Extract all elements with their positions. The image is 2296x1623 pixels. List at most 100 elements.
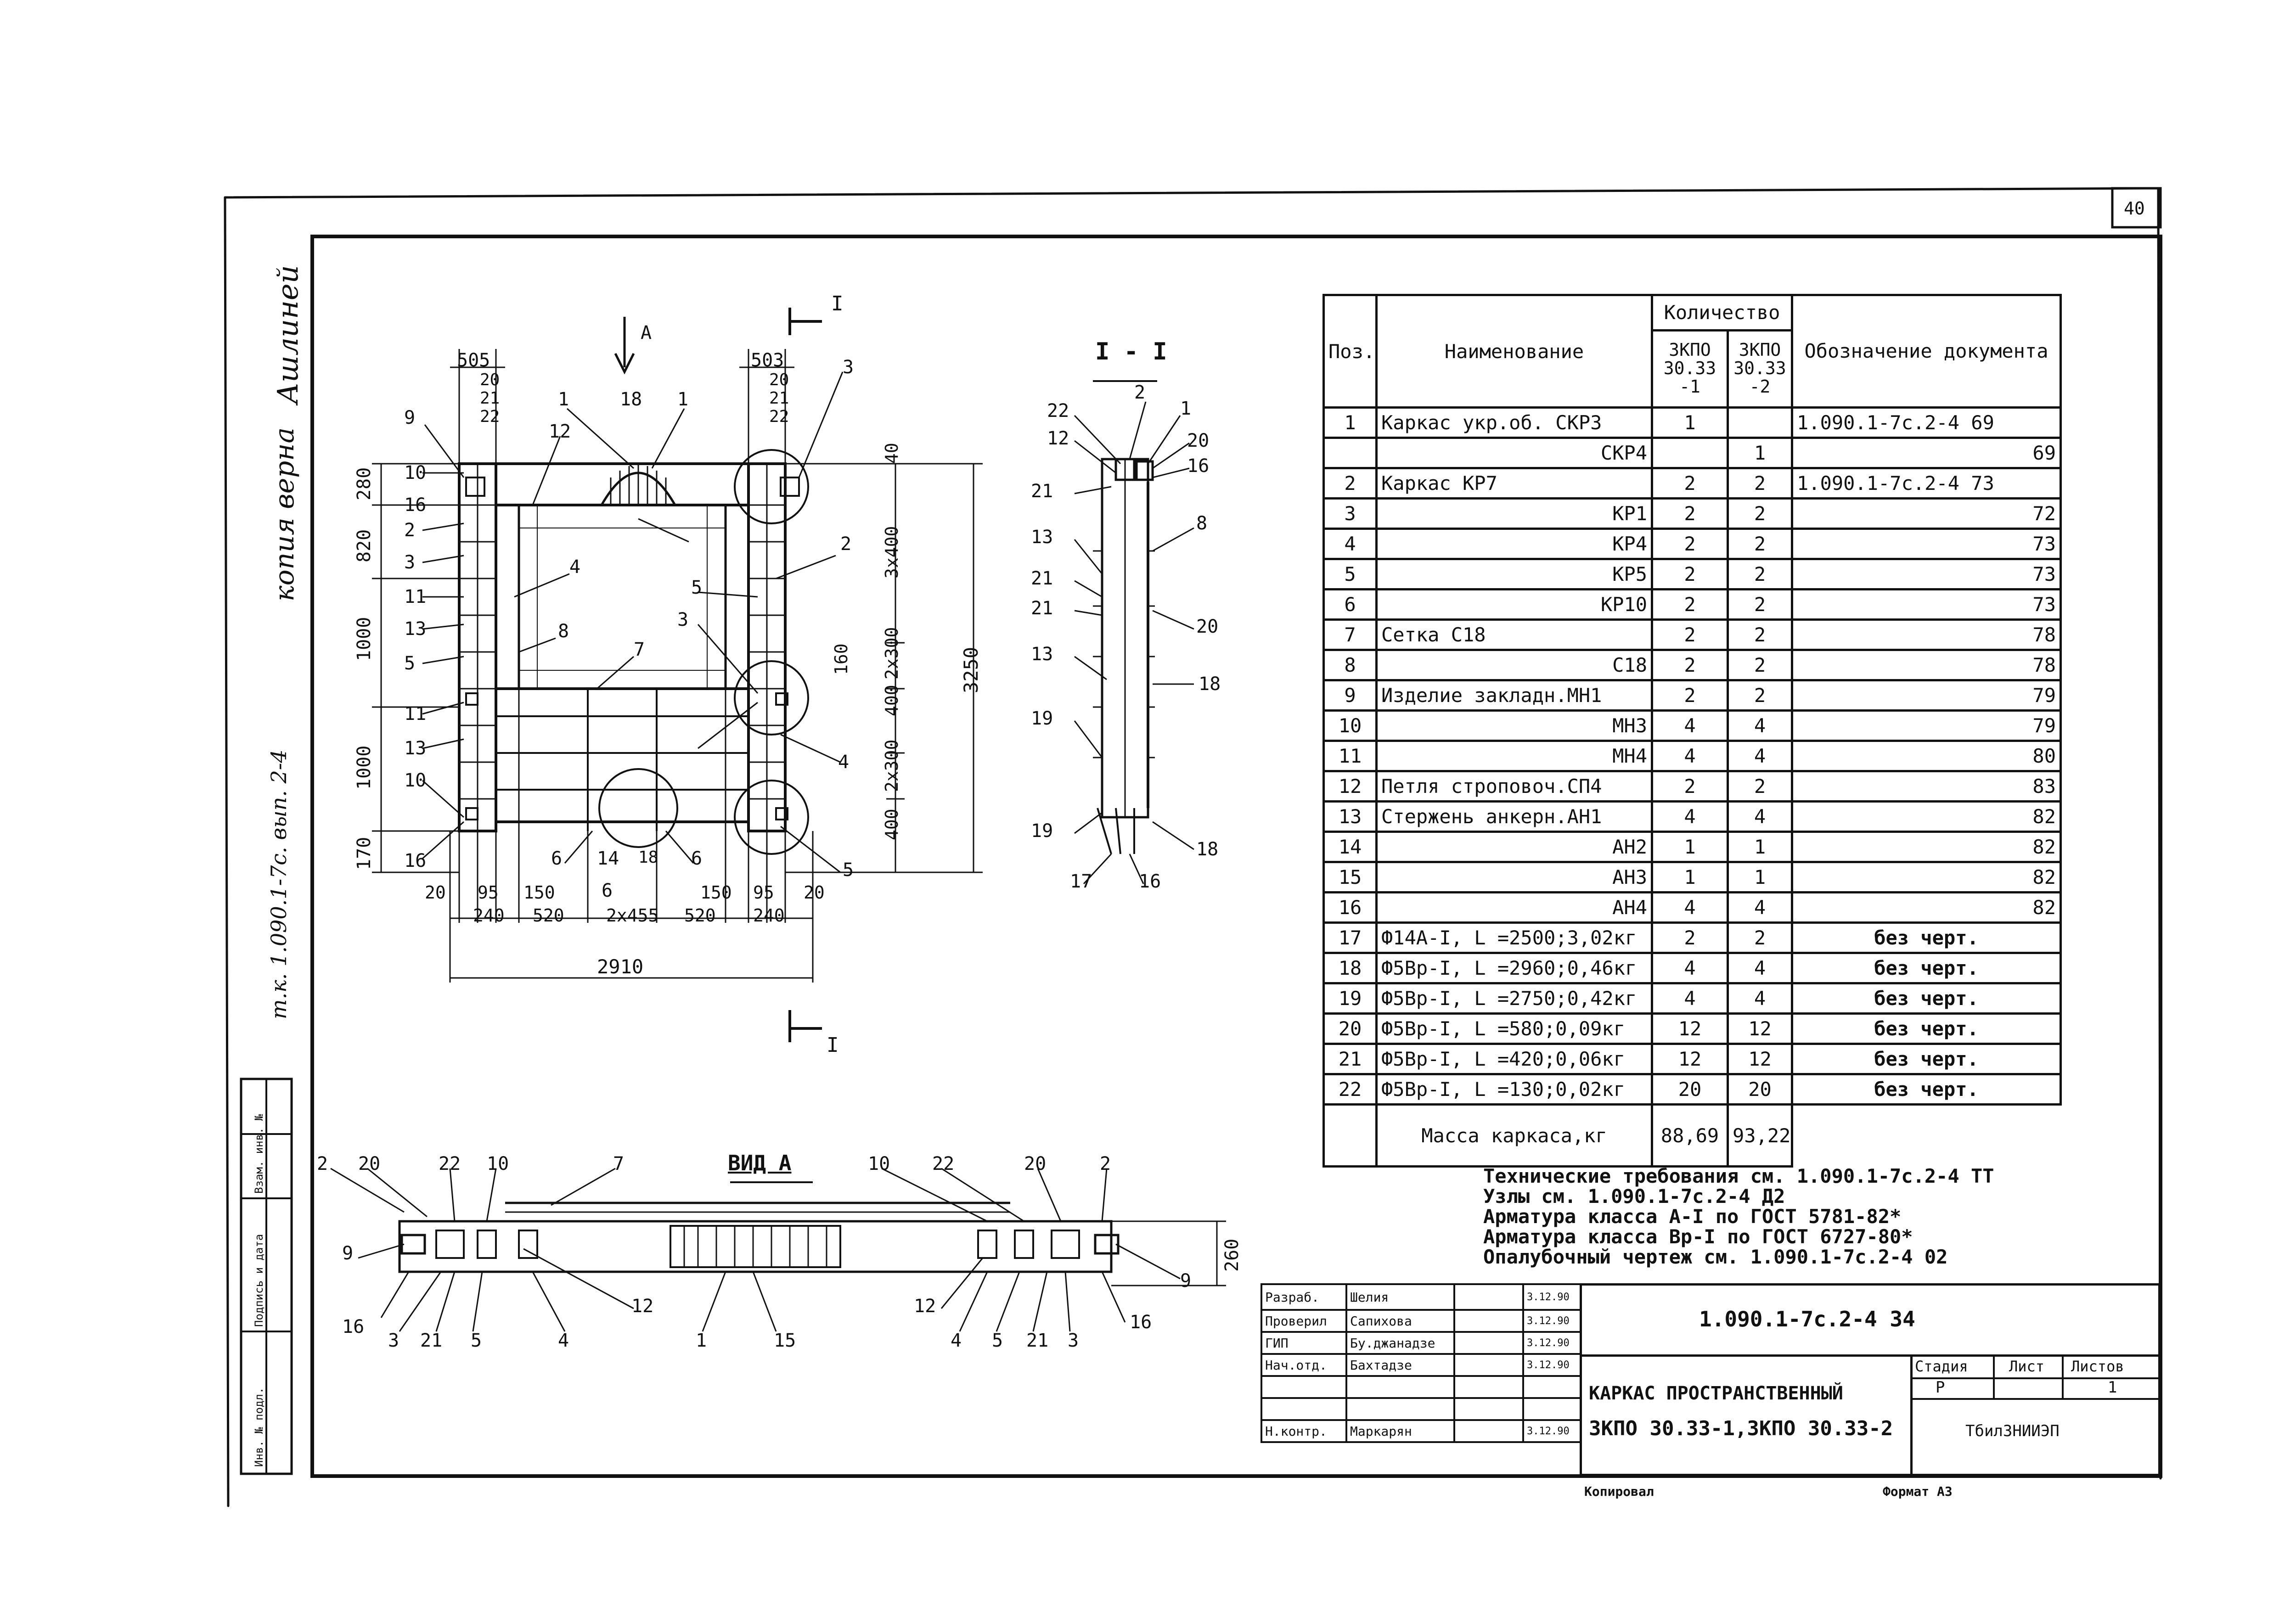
dim-overall-width: 2910 (597, 955, 644, 978)
spec-pos: 15 (1322, 861, 1378, 893)
callout-5b: 5 (691, 577, 703, 598)
dim-right-2x300b: 2x300 (882, 739, 902, 792)
spec-pos: 20 (1322, 1012, 1378, 1045)
spec-name: Сетка С18 (1375, 618, 1653, 651)
spec-doc: 82 (1791, 800, 2062, 833)
sec-callout-21a: 21 (1031, 481, 1053, 502)
dim-top-right-20: 20 (769, 371, 789, 389)
spec-doc: 82 (1791, 891, 2062, 924)
dim-right-160: 160 (831, 643, 851, 675)
va-side-9b: 9 (1180, 1270, 1192, 1292)
spec-pos: 19 (1322, 982, 1378, 1015)
spec-qty-2: 12 (1727, 1012, 1793, 1045)
note-1: Технические требования см. 1.090.1-7с.2-… (1483, 1165, 1994, 1187)
spec-name: Ф14А-I, L =2500;3,02кг (1375, 921, 1653, 954)
dim-bottom-95a: 95 (478, 882, 499, 903)
callout-4a: 4 (569, 556, 581, 578)
dim-top-left-20: 20 (480, 371, 500, 389)
va-bot-5b: 5 (992, 1330, 1003, 1351)
callout-3a: 3 (404, 552, 416, 573)
mass-doc (1791, 1103, 2061, 1167)
spec-qty-2: 4 (1727, 800, 1793, 833)
dim-top-left: 505 (457, 350, 490, 371)
signature: Ашлиней (271, 265, 304, 404)
spec-name: АН2 (1375, 831, 1653, 863)
note-5: Опалубочный чертеж см. 1.090.1-7с.2-4 02 (1483, 1246, 1948, 1268)
callout-5c: 5 (843, 859, 854, 881)
sheet-number-box (2111, 187, 2162, 229)
stamp-name: Бахтадзе (1345, 1353, 1455, 1377)
stamp-name: Шелия (1345, 1283, 1455, 1311)
va-side-9a: 9 (342, 1243, 354, 1264)
spec-qty-2: 1 (1727, 861, 1793, 893)
mass-value-1: 88,69 (1651, 1103, 1729, 1168)
spec-qty-1: 2 (1651, 679, 1729, 712)
sec-callout-18b: 18 (1196, 839, 1219, 860)
dim-left-280: 280 (354, 467, 375, 500)
spec-doc: 78 (1791, 649, 2062, 681)
spec-doc: 78 (1791, 618, 2062, 651)
spec-qty-2: 2 (1727, 921, 1793, 954)
spec-pos: 1 (1322, 406, 1378, 439)
va-top-7: 7 (613, 1153, 625, 1174)
view-a-marker: А (641, 322, 652, 343)
spec-name: АН4 (1375, 891, 1653, 924)
callout-16a: 16 (404, 494, 427, 516)
dim-right-2x300a: 2x300 (882, 627, 902, 680)
spec-qty-1: 4 (1651, 740, 1729, 772)
spec-doc: 73 (1791, 528, 2062, 560)
va-top-22b: 22 (932, 1153, 955, 1174)
spec-doc: 79 (1791, 679, 2062, 712)
va-bot-21b: 21 (1026, 1330, 1049, 1351)
spec-doc: 73 (1791, 558, 2062, 590)
sec-callout-17: 17 (1070, 871, 1092, 892)
section-mark-bottom: I (827, 1033, 839, 1057)
spec-qty-2: 2 (1727, 618, 1793, 651)
dim-left-1000b: 1000 (354, 745, 375, 790)
sec-callout-12: 12 (1047, 428, 1069, 449)
spec-doc: без черт. (1791, 1073, 2062, 1106)
sec-callout-16a: 16 (1187, 455, 1210, 477)
dim-left-1000a: 1000 (354, 617, 375, 661)
stamp-role: Нач.отд. (1261, 1353, 1347, 1377)
spec-doc: без черт. (1791, 982, 2062, 1015)
va-bot-4b: 4 (951, 1330, 962, 1351)
va-top-2a: 2 (317, 1153, 328, 1174)
note-2: Узлы см. 1.090.1-7с.2-4 Д2 (1483, 1185, 1785, 1207)
spec-qty-1: 2 (1651, 770, 1729, 803)
dim-right-400b: 400 (882, 809, 902, 840)
callout-6c: 6 (602, 880, 613, 901)
stamp-sign (1453, 1375, 1524, 1399)
spec-pos: 6 (1322, 588, 1378, 621)
spec-qty-1: 2 (1651, 618, 1729, 651)
spec-qty-1 (1651, 437, 1729, 469)
hdr-doc: Обозначение документа (1791, 294, 2062, 409)
spec-mass-row: Масса каркаса,кг 88,69 93,22 (1322, 1103, 2061, 1168)
technical-notes: Технические требования см. 1.090.1-7с.2-… (1483, 1166, 1994, 1267)
spec-qty-2: 2 (1727, 497, 1793, 530)
va-bot-16b: 16 (1130, 1312, 1152, 1333)
callout-7: 7 (634, 639, 645, 660)
spec-pos: 18 (1322, 952, 1378, 984)
dim-top-right-21: 21 (769, 389, 789, 408)
spec-qty-1: 2 (1651, 649, 1729, 681)
va-bot-16a: 16 (342, 1316, 365, 1337)
stamp-date: 3.12.90 (1522, 1353, 1581, 1377)
spec-qty-1: 12 (1651, 1012, 1729, 1045)
sec-callout-20b: 20 (1196, 616, 1219, 637)
drawing-title-2: ЗКПО 30.33-1,ЗКПО 30.33-2 (1589, 1417, 1893, 1440)
spec-name: Ф5Вр-I, L =130;0,02кг (1375, 1073, 1653, 1106)
callout-9: 9 (404, 407, 416, 428)
spec-doc: без черт. (1791, 921, 2062, 954)
callout-6b: 6 (691, 848, 703, 869)
spec-qty-2: 20 (1727, 1073, 1793, 1106)
